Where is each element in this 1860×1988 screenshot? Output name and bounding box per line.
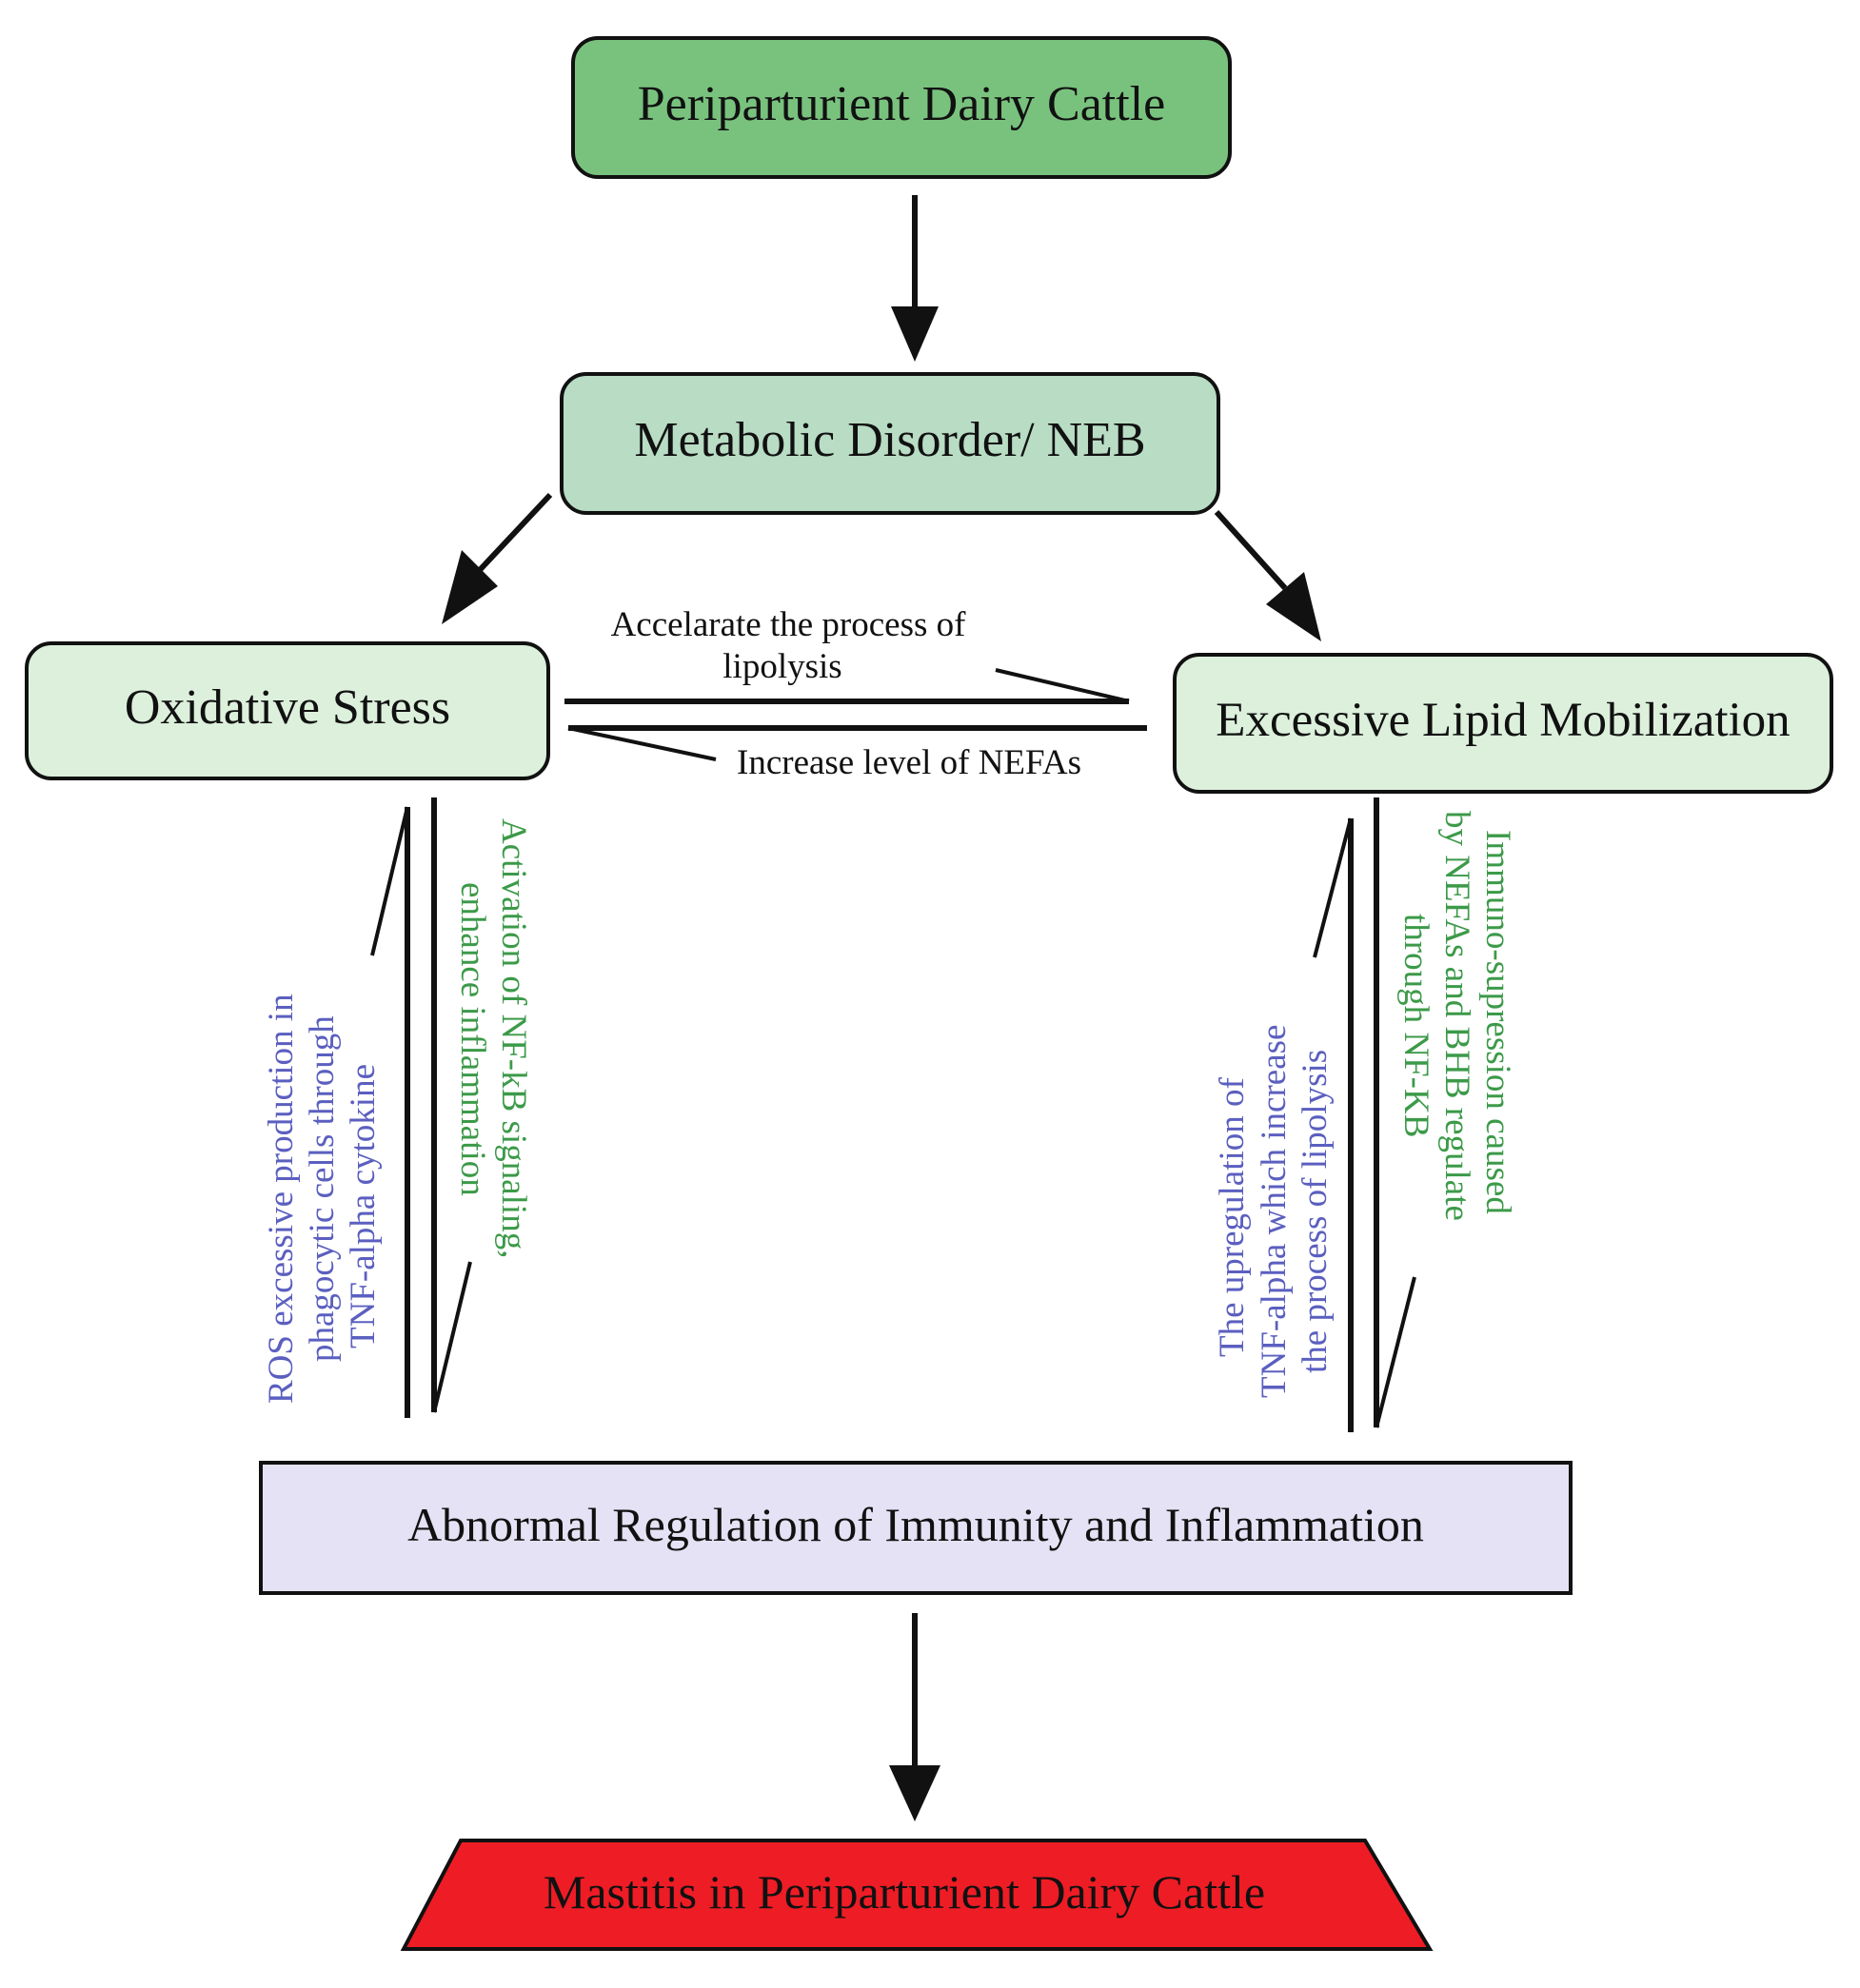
edge-label-immuno-suppression: Immuno-supression caused by NEFAs and BH… [1396,811,1517,1221]
edge-label-line: TNF-alpha which increase [1255,1025,1294,1398]
node-label: Mastitis in Periparturient Dairy Cattle [544,1865,1265,1919]
edge-label-accelerate-lipolysis: Accelarate the process of lipolysis [611,605,967,686]
edge-label-line: the process of lipolysis [1296,1050,1335,1373]
edge-label-line: TNF-alpha cytokine [344,1064,383,1348]
edge-label-line: through NF-KB [1396,914,1435,1137]
edge-label-line: ROS excessive production in [262,994,301,1404]
half-arrow-immunity-to-lipid [1313,817,1354,1432]
node-box [560,372,1220,515]
arrow-metabolic-to-lipid [1214,509,1321,641]
half-arrow-immunity-to-oxidative [370,806,410,1418]
node-metabolic-disorder: Metabolic Disorder/ NEB [560,372,1220,515]
node-label: Oxidative Stress [125,680,450,735]
node-label: Metabolic Disorder/ NEB [634,413,1145,467]
node-mastitis: Mastitis in Periparturient Dairy Cattle [400,1839,1434,1951]
node-box [400,1839,1434,1951]
edge-label-line: Activation of NF-kB signaling, [494,818,533,1258]
node-label: Excessive Lipid Mobilization [1216,694,1790,747]
edge-label-ros-production: ROS excessive production in phagocytic c… [262,994,383,1404]
node-box [571,36,1232,179]
node-box [25,641,550,780]
node-periparturient-dairy-cattle: Periparturient Dairy Cattle [571,36,1232,179]
edge-label-increase-nefas: Increase level of NEFAs [737,743,1081,782]
half-arrow-oxidative-to-immunity [431,797,472,1413]
edge-label-line: The upregulation of [1213,1076,1252,1357]
arrow-cattle-to-metabolic [891,195,939,362]
node-label: Periparturient Dairy Cattle [638,77,1165,131]
edge-label-nfkb-activation: Activation of NF-kB signaling, enhance i… [453,818,533,1258]
edge-label-line: lipolysis [722,647,841,686]
edge-label-tnf-upregulation: The upregulation of TNF-alpha which incr… [1213,1025,1335,1398]
edge-label-line: enhance inflammation [453,882,492,1196]
arrow-immunity-to-mastitis [889,1613,940,1821]
arrow-metabolic-to-oxidative [442,492,553,624]
edge-label-line: Increase level of NEFAs [737,743,1081,782]
node-box [259,1461,1573,1595]
edge-label-line: Accelarate the process of [611,605,967,644]
half-arrow-lipid-to-oxidative [567,725,1147,761]
node-label: Abnormal Regulation of Immunity and Infl… [407,1498,1424,1551]
edge-label-line: phagocytic cells through [303,1015,342,1362]
edge-label-line: by NEFAs and BHB regulate [1437,811,1476,1221]
node-box [1173,653,1833,794]
half-arrow-oxidative-to-lipid [564,668,1130,704]
node-oxidative-stress: Oxidative Stress [25,641,550,780]
half-arrow-lipid-to-immunity [1374,797,1416,1428]
node-abnormal-regulation: Abnormal Regulation of Immunity and Infl… [259,1461,1573,1595]
edge-label-line: Immuno-supression caused [1478,830,1517,1214]
node-excessive-lipid-mobilization: Excessive Lipid Mobilization [1173,653,1833,794]
